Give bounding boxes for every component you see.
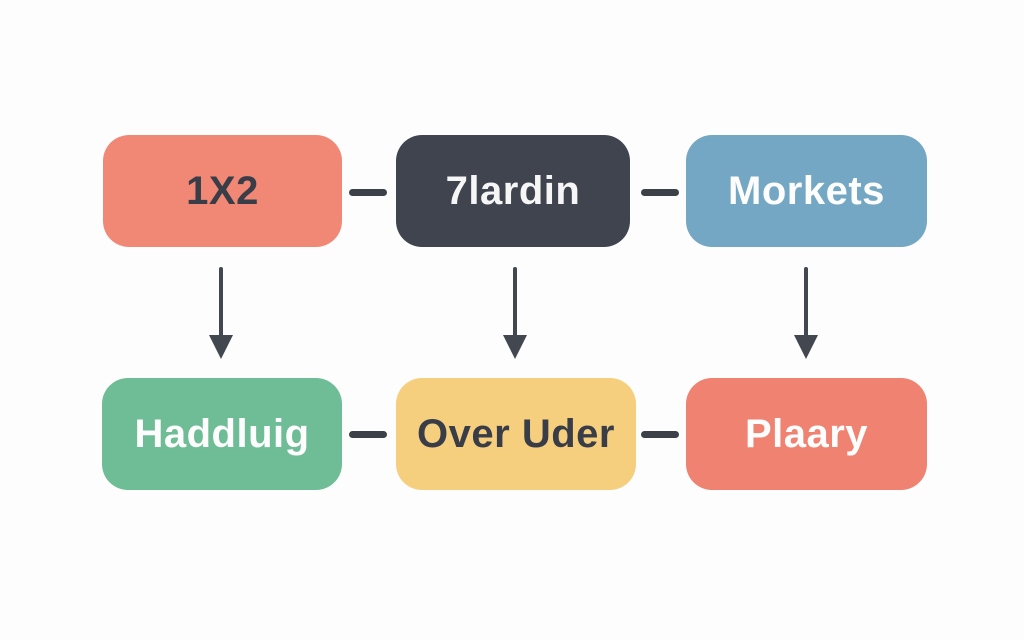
node-top-right-label: Morkets xyxy=(728,168,885,213)
node-bottom-left: Haddluig xyxy=(102,378,342,490)
node-bottom-center: Over Uder xyxy=(396,378,636,490)
node-top-center: 7lardin xyxy=(396,135,630,247)
node-top-center-label: 7lardin xyxy=(445,168,581,213)
node-bottom-right: Plaary xyxy=(686,378,927,490)
node-top-left-label: 1X2 xyxy=(186,168,259,213)
down-arrow-center-icon xyxy=(499,267,531,361)
connector-dash-top-right xyxy=(641,189,679,196)
node-top-left: 1X2 xyxy=(103,135,342,247)
down-arrow-right-icon xyxy=(790,267,822,361)
node-top-right: Morkets xyxy=(686,135,927,247)
down-arrow-left-icon xyxy=(205,267,237,361)
node-bottom-center-label: Over Uder xyxy=(417,411,615,456)
connector-dash-bottom-left xyxy=(349,431,387,438)
connector-dash-bottom-right xyxy=(641,431,679,438)
connector-dash-top-left xyxy=(349,189,387,196)
node-bottom-left-label: Haddluig xyxy=(134,411,310,456)
node-bottom-right-label: Plaary xyxy=(744,411,869,456)
